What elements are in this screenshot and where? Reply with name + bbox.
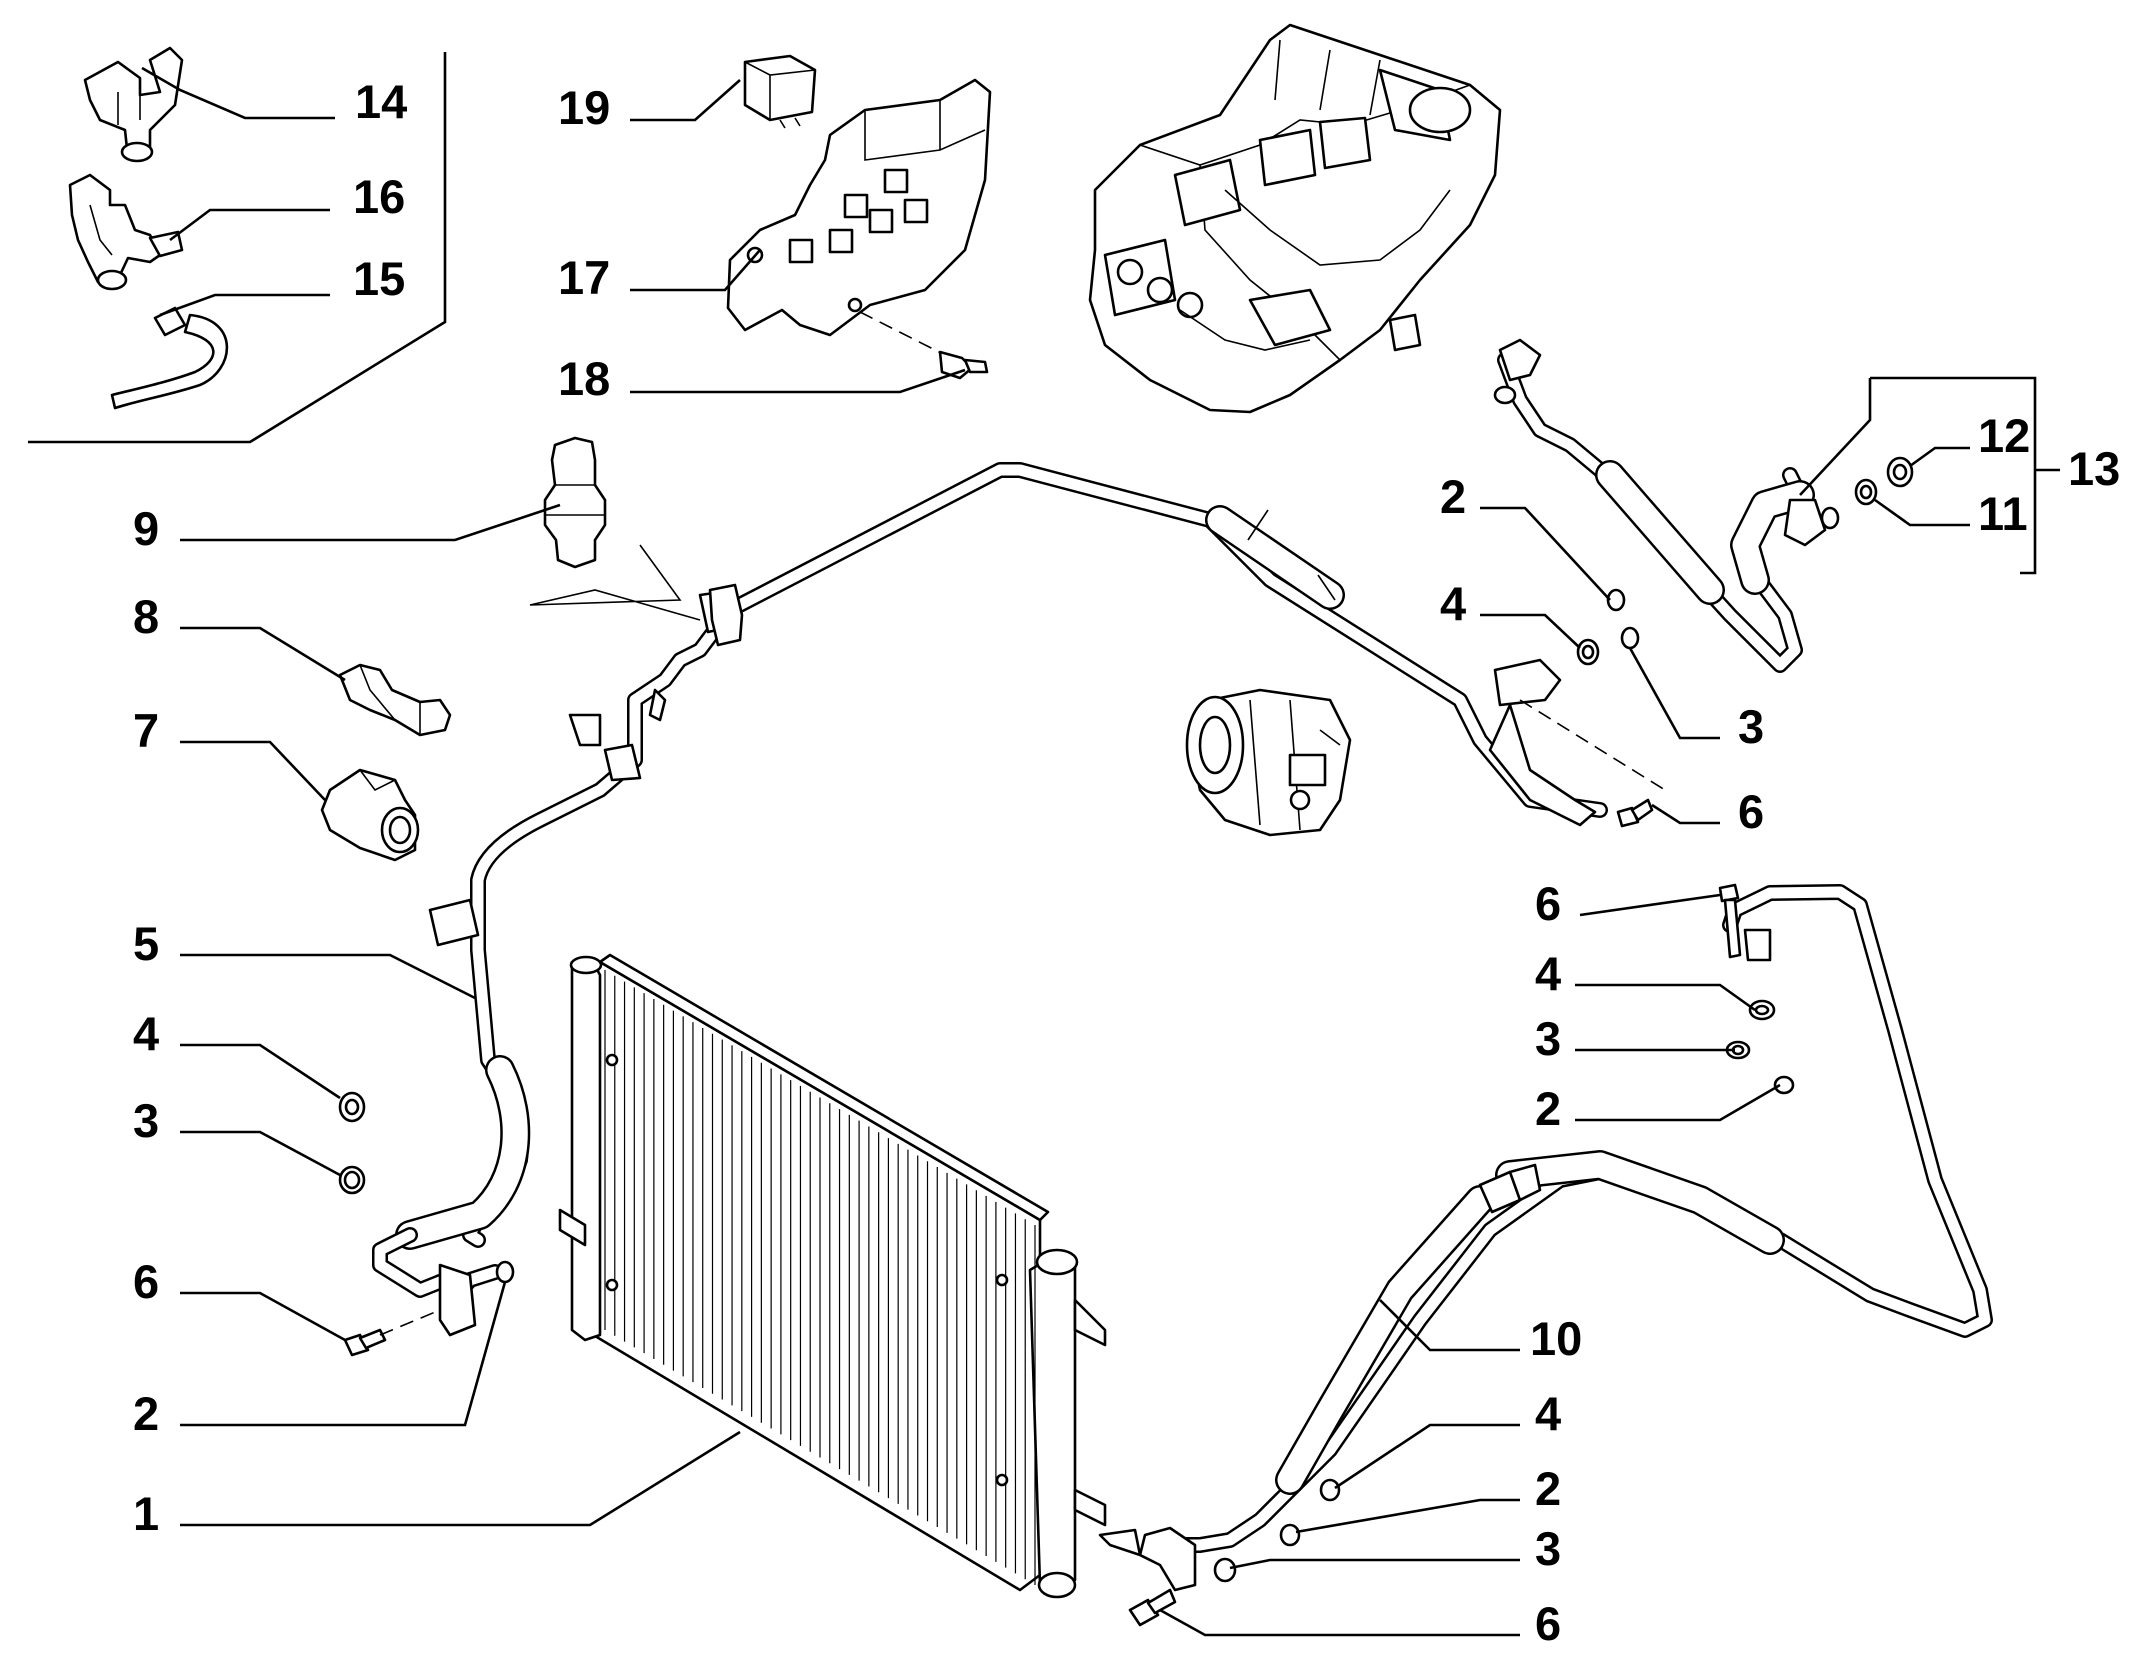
pressure-switch-9-drawing bbox=[529, 436, 744, 647]
callout-10: 10 bbox=[1530, 1312, 1582, 1365]
relay-19-drawing bbox=[743, 54, 817, 129]
callout-12: 12 bbox=[1978, 409, 2030, 462]
condenser-fins bbox=[604, 970, 1036, 1585]
callout-2-left: 2 bbox=[133, 1387, 159, 1440]
callout-3-right: 3 bbox=[1535, 1012, 1561, 1065]
bracket-13-group bbox=[1799, 376, 2060, 575]
callout-2-right: 2 bbox=[1535, 1082, 1561, 1135]
strap-15-drawing bbox=[110, 306, 229, 410]
callout-19: 19 bbox=[558, 81, 610, 134]
callout-11: 11 bbox=[1978, 487, 2028, 540]
compressor-drawing bbox=[1185, 688, 1352, 837]
callout-13: 13 bbox=[2068, 442, 2120, 495]
callout-labels: 14 16 15 19 17 18 9 8 7 5 4 3 6 2 1 2 4 … bbox=[133, 75, 2120, 1650]
callout-8: 8 bbox=[133, 590, 159, 643]
connector-8-drawing bbox=[338, 663, 452, 737]
hvac-unit-drawing bbox=[1088, 23, 1502, 414]
clip-16-drawing bbox=[68, 173, 184, 291]
callout-2-bottom: 2 bbox=[1535, 1462, 1561, 1515]
callout-6-left: 6 bbox=[133, 1255, 159, 1308]
bracket-17-drawing bbox=[726, 78, 992, 337]
callout-4-bottom: 4 bbox=[1535, 1387, 1561, 1440]
callout-9: 9 bbox=[133, 502, 159, 555]
callout-3-mid: 3 bbox=[1738, 700, 1764, 753]
bolts-6 bbox=[343, 699, 1742, 1627]
condenser-1-drawing bbox=[558, 953, 1107, 1599]
pipe-10-drawing bbox=[1098, 884, 1993, 1592]
callout-3-left: 3 bbox=[133, 1094, 159, 1147]
callout-6-right: 6 bbox=[1535, 877, 1561, 930]
callout-4-left: 4 bbox=[133, 1007, 159, 1060]
callout-7: 7 bbox=[133, 704, 159, 757]
callout-1: 1 bbox=[133, 1487, 159, 1540]
screw-18-drawing bbox=[859, 311, 989, 380]
pipe-5-drawing bbox=[372, 462, 1608, 1337]
callout-2-mid: 2 bbox=[1440, 470, 1466, 523]
leader-lines bbox=[141, 66, 1970, 1637]
callout-6-bottom: 6 bbox=[1535, 1597, 1561, 1650]
callout-4-right: 4 bbox=[1535, 947, 1561, 1000]
callout-6-mid: 6 bbox=[1738, 785, 1764, 838]
callout-3-bottom: 3 bbox=[1535, 1522, 1561, 1575]
connector-7-drawing bbox=[320, 768, 420, 862]
pipe-13-drawing bbox=[1493, 338, 1840, 673]
clip-14-drawing bbox=[83, 46, 184, 163]
callout-14: 14 bbox=[355, 75, 407, 128]
callout-4-mid: 4 bbox=[1440, 577, 1466, 630]
inset-frame bbox=[28, 52, 447, 444]
washers bbox=[338, 456, 1914, 1583]
callout-16: 16 bbox=[353, 170, 405, 223]
callout-5: 5 bbox=[133, 917, 159, 970]
callout-15: 15 bbox=[353, 252, 405, 305]
callout-17: 17 bbox=[558, 251, 610, 304]
callout-18: 18 bbox=[558, 352, 610, 405]
